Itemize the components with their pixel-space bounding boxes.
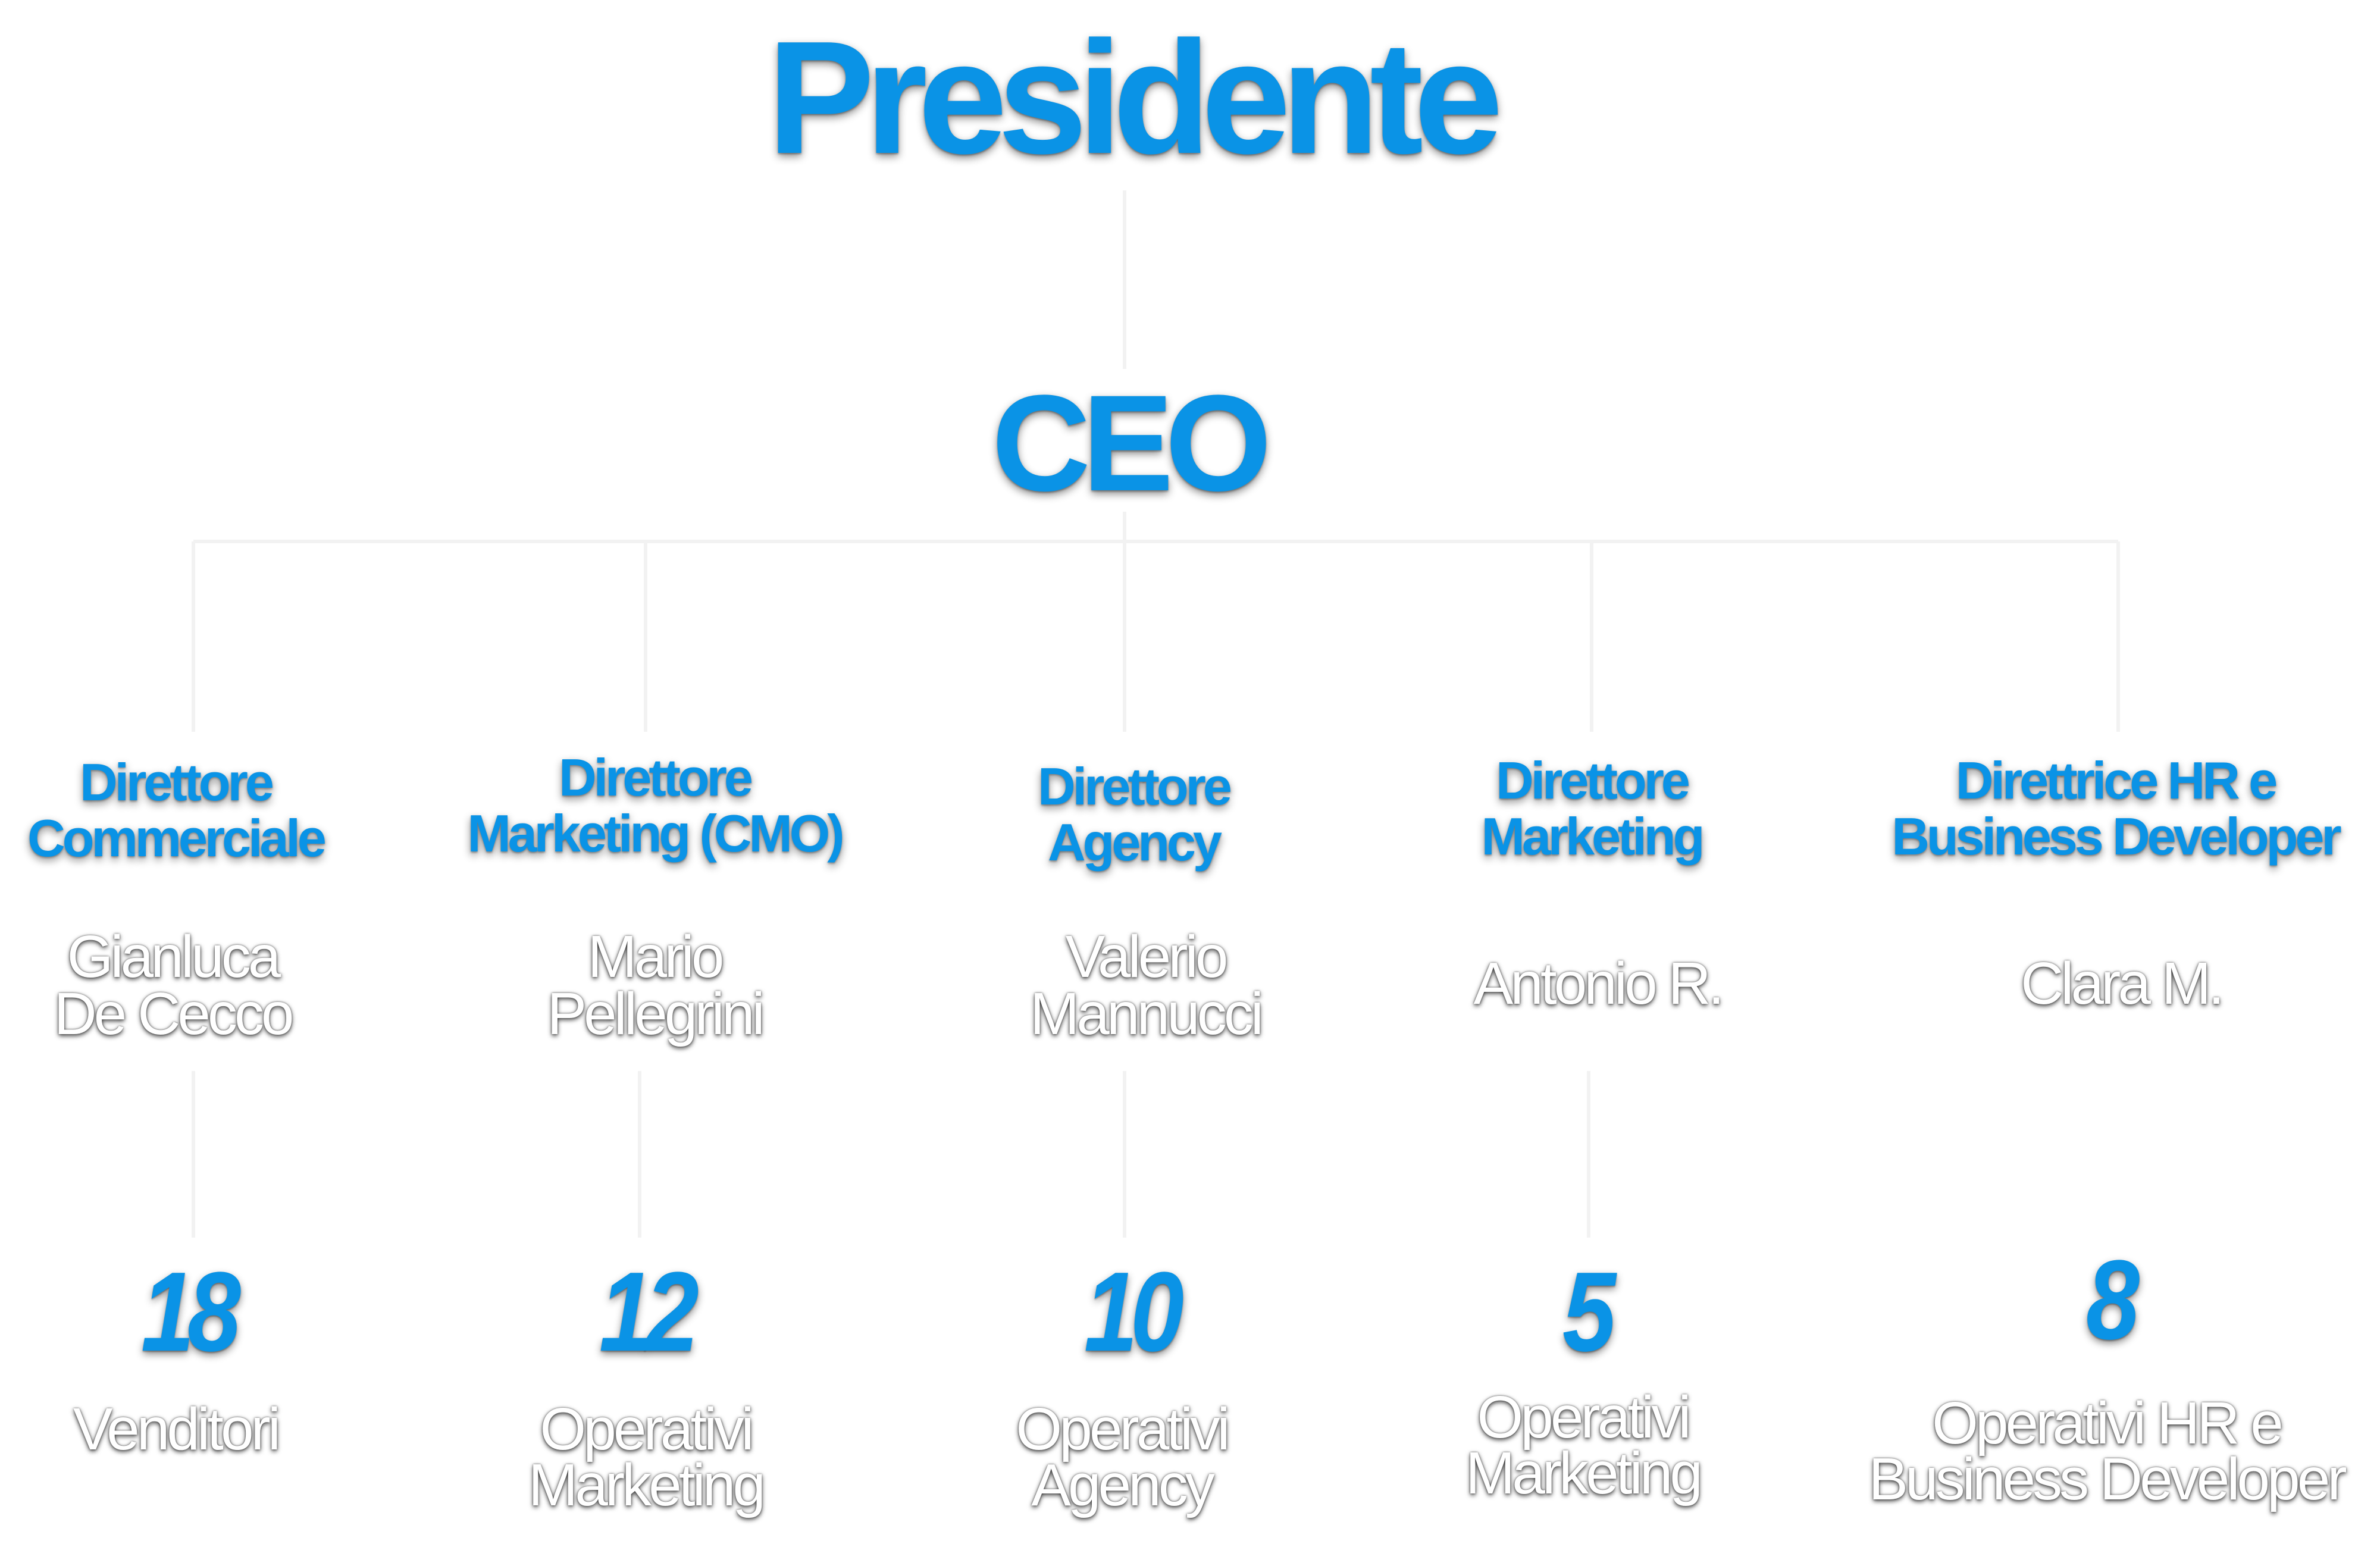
dept-2-person-line-1: Mario [587, 923, 724, 990]
dept-5-role-line-2: Business Developer [1892, 807, 2341, 866]
dept-2-person: Mario Pellegrini [547, 923, 765, 1047]
dept-4-person: Antonio R. [1473, 950, 1725, 1017]
ceo-title: CEO [991, 367, 1272, 519]
dept-4-team-line-2: Marketing [1465, 1440, 1703, 1507]
dept-4-team-count: 5 [1562, 1249, 1616, 1375]
dept-1-person: Gianluca De Cecco [54, 923, 294, 1047]
president-title: Presidente [767, 8, 1504, 187]
dept-1-team-count: 18 [141, 1249, 241, 1375]
dept-2-role: Direttore Marketing (CMO) [467, 748, 845, 863]
dept-1-role-line-1: Direttore [80, 753, 274, 812]
dept-5-person: Clara M. [2021, 950, 2225, 1017]
dept-4-person-line-1: Antonio R. [1473, 950, 1725, 1017]
dept-3-role-line-2: Agency [1048, 813, 1222, 872]
dept-5-role: Direttrice HR e Business Developer [1892, 751, 2341, 866]
dept-2-team-label: Operativi Marketing [528, 1396, 766, 1518]
dept-2-team-line-1: Operativi [540, 1396, 754, 1463]
dept-1-role-line-2: Commerciale [27, 809, 327, 868]
dept-1-team-label: Venditori [73, 1396, 281, 1463]
dept-2-role-line-1: Direttore [559, 748, 753, 807]
dept-1-person-line-2: De Cecco [54, 981, 294, 1047]
dept-2-person-line-2: Pellegrini [547, 981, 765, 1047]
dept-1-person-line-1: Gianluca [67, 923, 281, 990]
dept-3-team-count: 10 [1084, 1249, 1184, 1375]
dept-4-team-line-1: Operativi [1477, 1384, 1691, 1451]
dept-3-person-line-1: Valerio [1065, 923, 1229, 990]
dept-3-team-label: Operativi Agency [1016, 1396, 1230, 1518]
dept-2-team-count: 12 [599, 1249, 699, 1375]
dept-5-team-label: Operativi HR e Business Developer [1868, 1390, 2347, 1512]
dept-4-team-label: Operativi Marketing [1465, 1384, 1703, 1507]
dept-3-team-line-1: Operativi [1016, 1396, 1230, 1463]
dept-3-team-line-2: Agency [1031, 1452, 1215, 1518]
dept-5-team-line-1: Operativi HR e [1932, 1390, 2284, 1457]
dept-3-person: Valerio Mannucci [1030, 923, 1264, 1047]
dept-5-team-count: 8 [2086, 1237, 2140, 1363]
dept-5-team-line-2: Business Developer [1868, 1446, 2347, 1512]
dept-1-team-line-1: Venditori [73, 1396, 281, 1463]
dept-4-role-line-1: Direttore [1496, 751, 1690, 810]
dept-1-role: Direttore Commerciale [27, 753, 327, 868]
dept-2-team-line-2: Marketing [528, 1452, 766, 1518]
dept-4-role-line-2: Marketing [1481, 807, 1705, 866]
dept-3-role: Direttore Agency [1038, 757, 1232, 872]
dept-5-person-line-1: Clara M. [2021, 950, 2225, 1017]
dept-4-role: Direttore Marketing [1481, 751, 1705, 866]
dept-3-role-line-1: Direttore [1038, 757, 1232, 816]
dept-2-role-line-2: Marketing (CMO) [467, 804, 845, 863]
dept-5-role-line-1: Direttrice HR e [1955, 751, 2278, 810]
dept-3-person-line-2: Mannucci [1030, 981, 1264, 1047]
